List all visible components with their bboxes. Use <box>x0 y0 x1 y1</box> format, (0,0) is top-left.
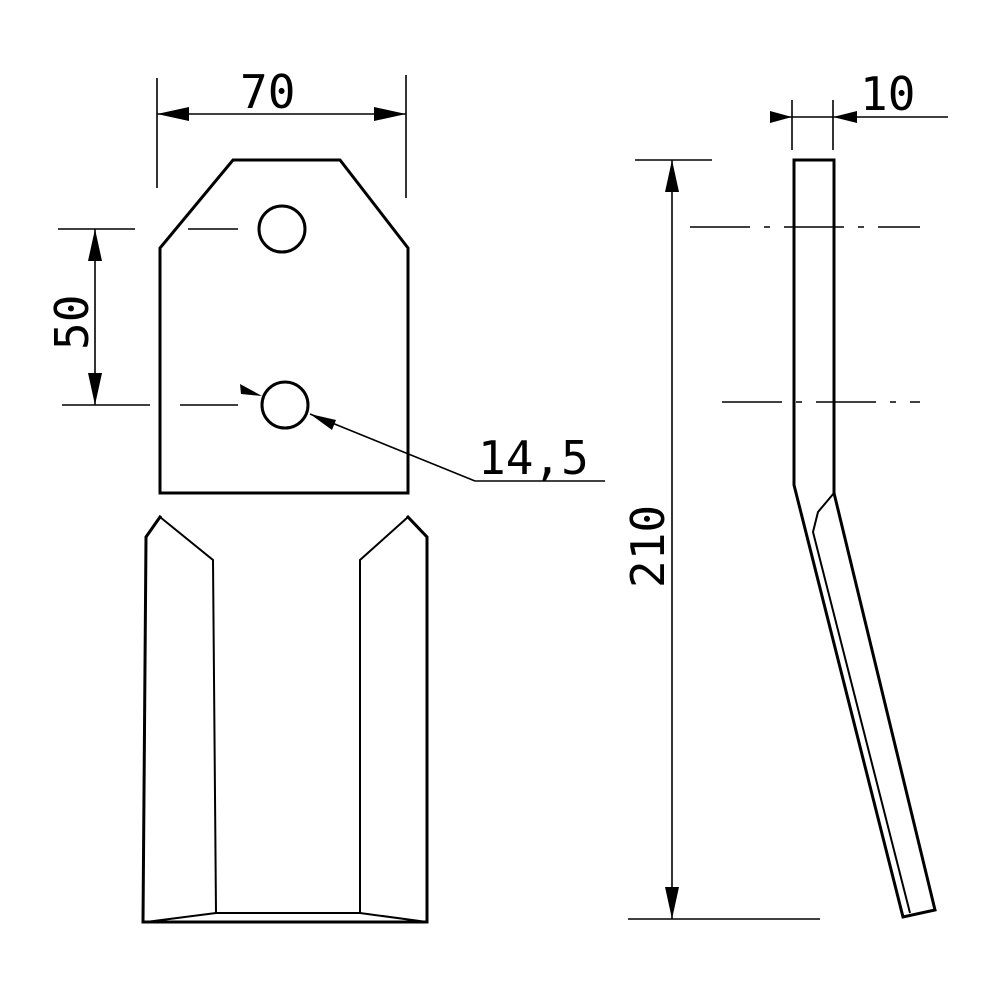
spacing-arrow-top <box>88 229 102 261</box>
thickness-arrow-left <box>770 111 792 123</box>
blade-upper-plate <box>158 158 410 495</box>
right-bevel <box>359 516 409 913</box>
side-bevel <box>811 492 911 914</box>
upper-hole <box>257 204 307 254</box>
thickness-arrow-right <box>833 111 857 123</box>
lower-hole <box>260 380 310 430</box>
dimension-hole-spacing: 50 <box>45 228 150 406</box>
tip-edge <box>145 912 428 923</box>
left-bevel <box>159 516 217 914</box>
diameter-arrow-right <box>310 414 336 430</box>
width-arrow-right <box>374 107 406 121</box>
dimension-length: 210 <box>621 159 820 920</box>
spacing-arrow-bottom <box>88 373 102 405</box>
side-profile <box>792 158 937 919</box>
thickness-label: 10 <box>860 67 915 121</box>
length-label: 210 <box>621 505 675 588</box>
diameter-label: 14,5 <box>478 431 589 485</box>
dimension-hole-diameter: 14,5 <box>240 384 605 485</box>
width-arrow-left <box>157 107 189 121</box>
diameter-leader <box>309 413 476 482</box>
spacing-label: 50 <box>45 295 99 350</box>
length-arrow-top <box>665 160 679 192</box>
blade-lower-outline <box>141 514 429 924</box>
width-label: 70 <box>240 65 295 119</box>
length-arrow-bottom <box>665 887 679 919</box>
dimension-width: 70 <box>156 65 407 198</box>
front-view <box>141 158 429 924</box>
diameter-arrow-left <box>240 384 262 396</box>
side-view <box>690 158 937 919</box>
dimension-thickness: 10 <box>770 67 948 150</box>
